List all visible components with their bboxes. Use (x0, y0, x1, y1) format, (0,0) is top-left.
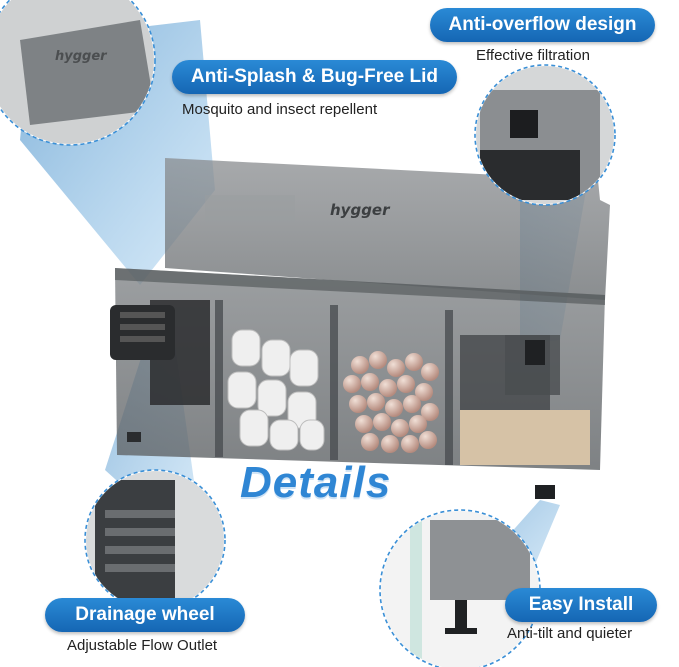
ceramic-balls (343, 351, 439, 453)
lid-closeup: hygger (0, 0, 154, 144)
feature-sub-anti-overflow: Effective filtration (476, 47, 590, 64)
overflow-closeup (476, 66, 614, 204)
details-headline: Details (240, 458, 392, 507)
svg-text:hygger: hygger (330, 201, 391, 219)
feature-pill-lid: Anti-Splash & Bug-Free Lid (172, 60, 457, 94)
drainage-wheel-part (110, 305, 175, 360)
feature-pill-drainage: Drainage wheel (45, 598, 245, 632)
feature-pill-install: Easy Install (505, 588, 657, 622)
feature-sub-lid: Mosquito and insect repellent (182, 101, 378, 118)
lid: hygger (165, 158, 610, 300)
feature-sub-drainage: Adjustable Flow Outlet (67, 637, 218, 654)
wheel-closeup (86, 471, 224, 609)
feature-pill-anti-overflow: Anti-overflow design (430, 8, 655, 42)
svg-text:hygger: hygger (55, 49, 108, 64)
filter-box (110, 268, 605, 499)
feature-sub-install: Anti-tilt and quieter (507, 625, 633, 642)
install-closeup (381, 511, 539, 667)
